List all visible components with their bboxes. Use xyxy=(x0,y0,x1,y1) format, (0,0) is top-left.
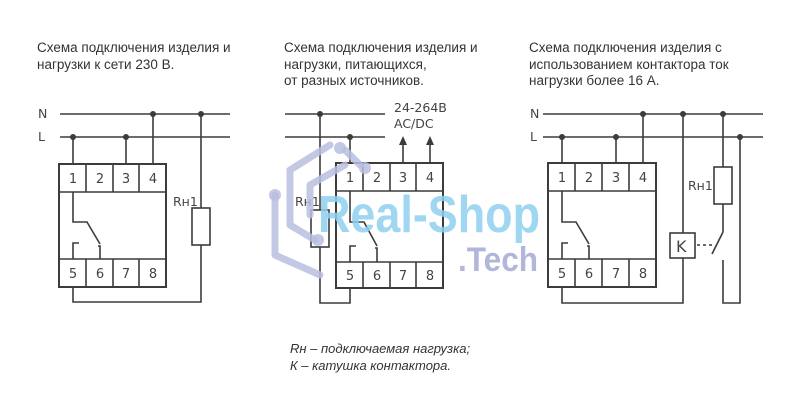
terminal-3: 3 xyxy=(612,171,620,186)
load-label: Rн1 xyxy=(173,194,198,209)
terminal-2: 2 xyxy=(585,171,593,186)
neutral-label: N xyxy=(530,106,539,121)
load-resistor xyxy=(713,166,733,205)
diagram2-caption: Схема подключения изделия и нагрузки, пи… xyxy=(284,40,478,88)
terminal-5: 5 xyxy=(69,267,77,282)
terminal-1: 1 xyxy=(346,171,354,186)
line-label: L xyxy=(530,129,537,144)
relay-switch xyxy=(349,191,378,247)
terminal-2: 2 xyxy=(96,172,104,187)
terminal-1: 1 xyxy=(558,171,566,186)
line-label: L xyxy=(38,129,45,144)
terminal-5: 5 xyxy=(346,269,354,284)
terminal-7: 7 xyxy=(122,267,130,282)
terminal-3: 3 xyxy=(122,172,130,187)
terminal-8: 8 xyxy=(639,267,647,282)
diagram1-caption: Схема подключения изделия и нагрузки к с… xyxy=(37,40,231,72)
terminal-5: 5 xyxy=(558,267,566,282)
terminal-8: 8 xyxy=(149,267,157,282)
terminal-2: 2 xyxy=(373,171,381,186)
relay-switch xyxy=(561,191,590,245)
terminal-4: 4 xyxy=(639,171,647,186)
legend-load: Rн – подключаемая нагрузка; xyxy=(290,341,471,356)
supply-type-label: AC/DC xyxy=(394,116,434,131)
diagram1: N L 1 2 3 4 5 6 7 8 Rн1 xyxy=(38,106,230,303)
watermark-suffix: .Tech xyxy=(458,241,538,279)
watermark-brand: Real-Shop xyxy=(318,186,540,244)
terminal-7: 7 xyxy=(399,269,407,284)
arrow-up-icon xyxy=(399,136,407,145)
neutral-label: N xyxy=(38,106,47,121)
contactor-switch xyxy=(711,231,724,255)
diagram2: 24-264В AC/DC 1 2 3 4 5 6 7 8 Rн1 xyxy=(285,100,447,304)
terminal-1: 1 xyxy=(69,172,77,187)
legend: Rн – подключаемая нагрузка; К – катушка … xyxy=(290,340,470,374)
terminal-4: 4 xyxy=(426,171,434,186)
diagram3-caption: Схема подключения изделия с использовани… xyxy=(529,40,729,88)
terminal-6: 6 xyxy=(373,269,381,284)
watermark: Real-Shop .Tech xyxy=(269,141,540,279)
terminal-4: 4 xyxy=(149,172,157,187)
terminal-7: 7 xyxy=(612,267,620,282)
terminal-6: 6 xyxy=(585,267,593,282)
contactor-coil-label: K xyxy=(676,237,687,256)
load-label: Rн1 xyxy=(688,178,713,193)
terminal-3: 3 xyxy=(399,171,407,186)
watermark-logo-icon xyxy=(269,141,371,279)
supply-voltage-label: 24-264В xyxy=(394,100,447,115)
legend-coil: К – катушка контактора. xyxy=(290,358,452,373)
relay-switch xyxy=(72,192,101,245)
load-resistor xyxy=(191,207,211,246)
terminal-8: 8 xyxy=(426,269,434,284)
arrow-up-icon xyxy=(426,136,434,145)
diagram3: N L 1 2 3 4 5 6 7 8 K xyxy=(530,106,763,304)
terminal-6: 6 xyxy=(96,267,104,282)
